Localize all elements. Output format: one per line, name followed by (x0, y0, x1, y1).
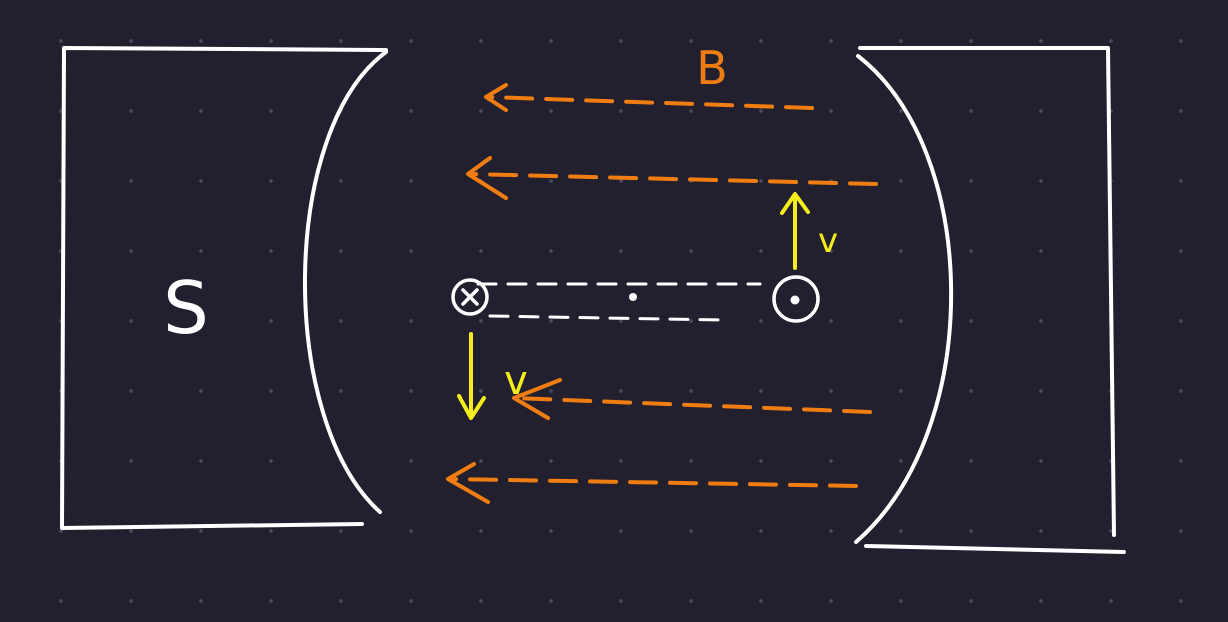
field-line-4 (446, 462, 858, 504)
velocity-arrow-up (780, 192, 810, 270)
center-dot (629, 293, 637, 301)
field-line-3 (512, 378, 872, 420)
field-line-2 (466, 156, 878, 200)
velocity-up-label: v (818, 221, 838, 261)
coil-axis (476, 282, 762, 322)
field-label: B (696, 41, 728, 95)
conductor-into-page (451, 278, 489, 316)
field-line-1 (484, 83, 814, 112)
velocity-arrow-down (457, 332, 486, 420)
right-magnet (854, 46, 1126, 554)
left-magnet-s-pole (60, 46, 388, 530)
conductor-out-of-page (772, 275, 820, 323)
south-pole-label: S (163, 266, 209, 350)
velocity-down-label: v (504, 358, 528, 404)
